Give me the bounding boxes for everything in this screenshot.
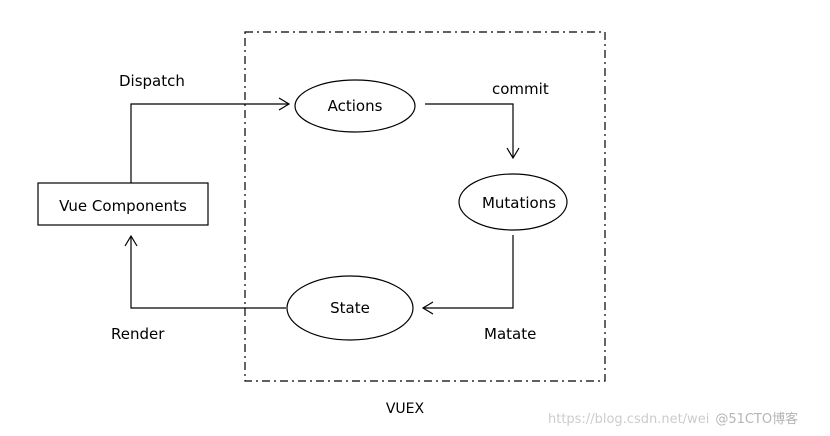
vue-components-label: Vue Components: [59, 197, 187, 215]
actions-label: Actions: [328, 97, 383, 115]
matate-label: Matate: [484, 325, 536, 343]
vuex-label: VUEX: [386, 401, 425, 417]
vue-components-node: Vue Components: [37, 182, 209, 226]
render-label: Render: [111, 325, 165, 343]
state-label: State: [330, 299, 370, 317]
dispatch-label: Dispatch: [119, 72, 185, 90]
watermark-brand: @51CTO博客: [715, 412, 799, 427]
watermark: https://blog.csdn.net/wei @51CTO博客: [548, 408, 798, 427]
commit-label: commit: [492, 80, 549, 98]
render-arrow: [124, 234, 286, 309]
state-node: State: [286, 275, 414, 341]
mutations-label: Mutations: [482, 194, 556, 212]
matate-arrow: [421, 235, 514, 315]
commit-arrow: [425, 103, 520, 160]
dispatch-arrow: [130, 97, 291, 183]
actions-node: Actions: [294, 79, 416, 133]
mutations-node: Mutations: [458, 173, 568, 231]
vuex-container: [244, 31, 606, 382]
watermark-url: https://blog.csdn.net/wei: [548, 412, 710, 427]
